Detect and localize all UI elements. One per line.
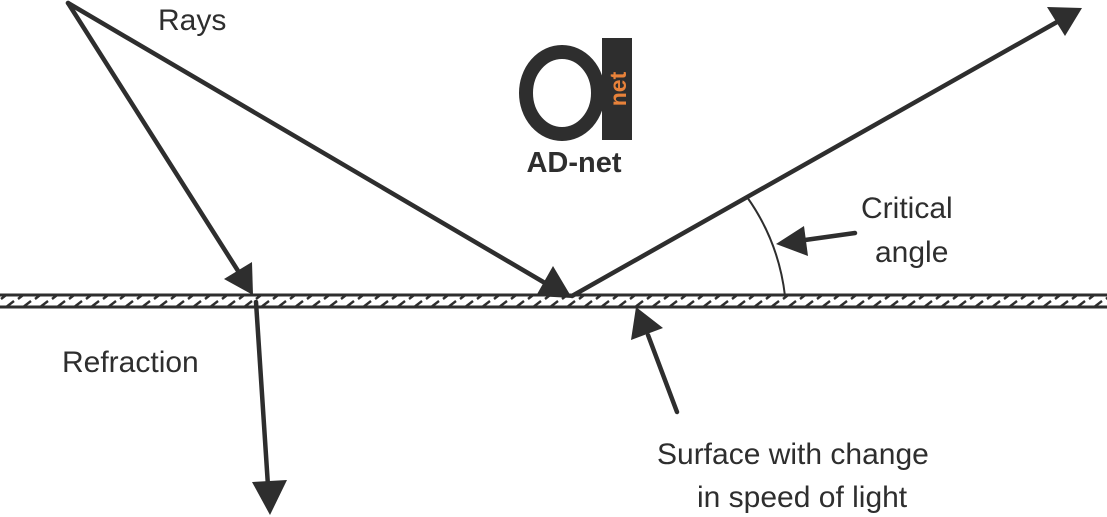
critical-angle-arc <box>746 196 786 297</box>
logo-ring <box>519 45 605 141</box>
logo-net-text: net <box>605 71 631 106</box>
rays-label: Rays <box>158 4 226 37</box>
surface-label-line2: in speed of light <box>697 481 908 514</box>
critical-angle-label-line2: angle <box>875 236 948 269</box>
critical-angle-label-line1: Critical <box>861 192 953 225</box>
surface-label-line1: Surface with change <box>657 438 929 471</box>
refracted-ray <box>252 299 287 515</box>
critical-angle-pointer <box>776 226 858 256</box>
logo-bar <box>602 38 632 140</box>
logo-name: AD-net <box>526 147 621 179</box>
surface-pointer <box>631 307 680 415</box>
adnet-logo: net AD-net <box>519 38 632 179</box>
refraction-label: Refraction <box>62 346 199 379</box>
incident-ray-center <box>65 0 572 298</box>
incident-ray-left <box>65 0 253 295</box>
reflected-ray <box>569 7 1082 299</box>
